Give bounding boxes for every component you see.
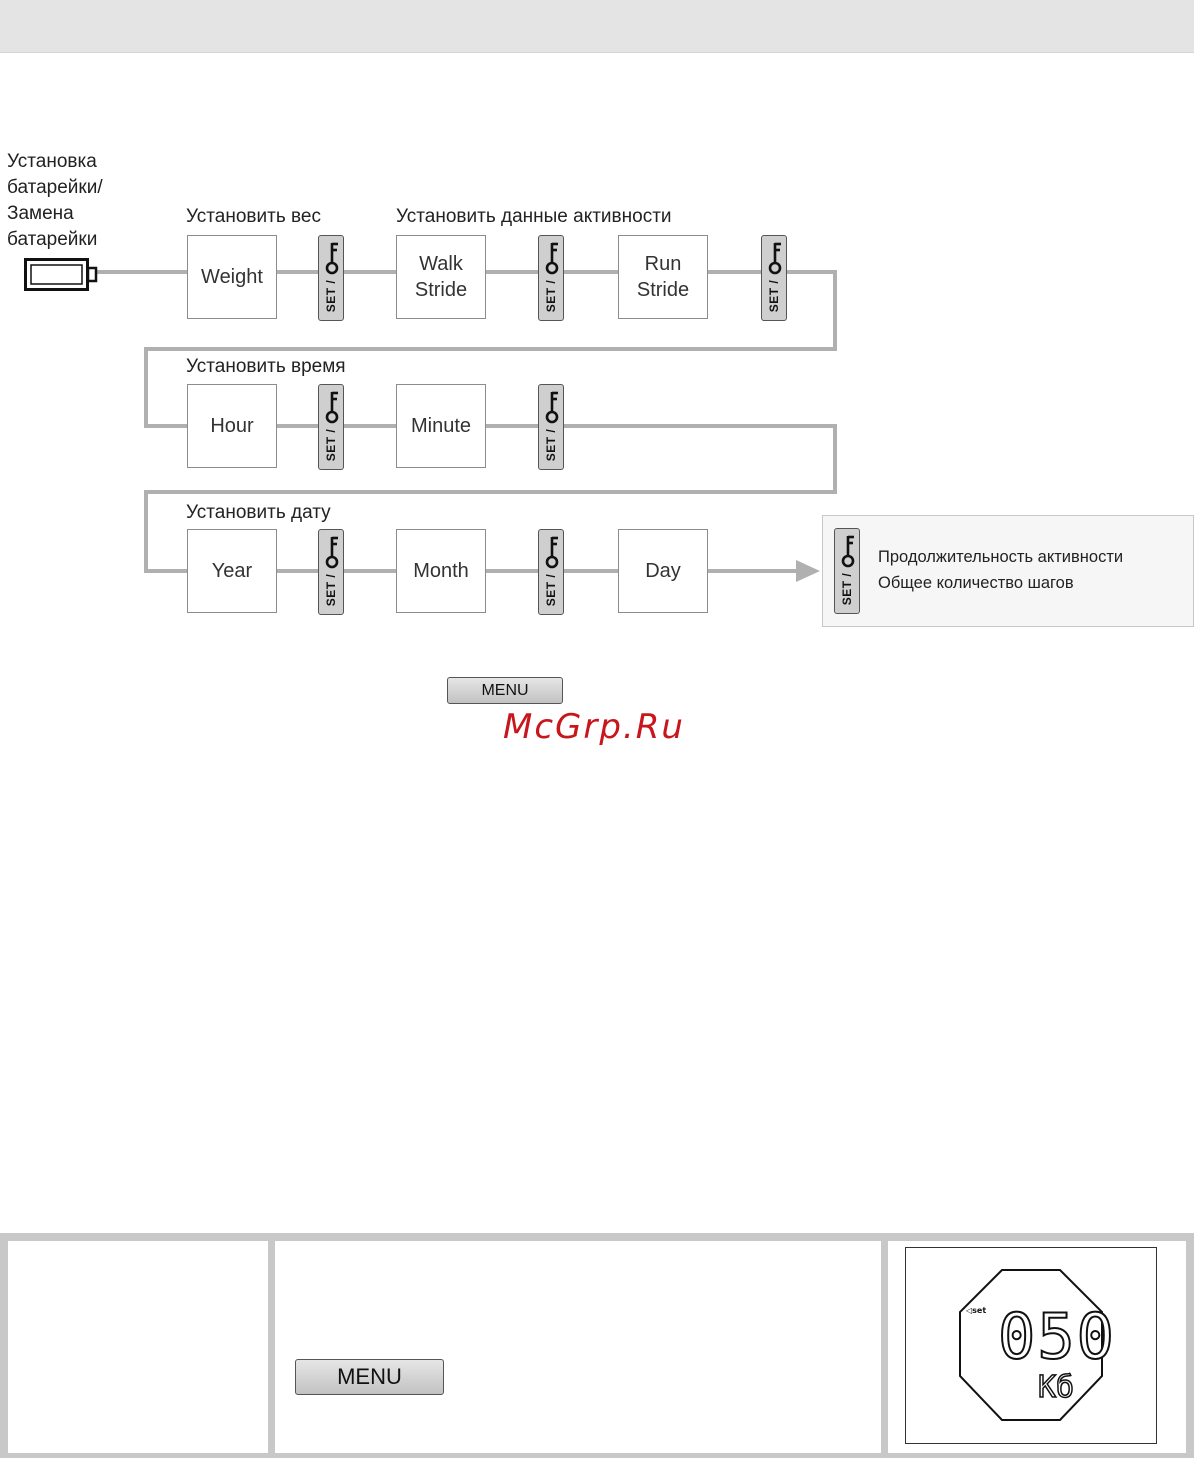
key-icon xyxy=(768,242,782,275)
flow-connectors xyxy=(96,270,837,582)
step-run-stride: Run Stride xyxy=(618,235,708,319)
set-key-button[interactable]: SET / xyxy=(538,384,564,470)
lcd-value: 050 xyxy=(997,1300,1116,1373)
flow-arrow-head xyxy=(796,560,820,582)
set-indicator: ◁set xyxy=(966,1306,987,1315)
menu-button[interactable]: MENU xyxy=(295,1359,444,1395)
lcd-display xyxy=(959,1269,1103,1421)
key-icon xyxy=(325,536,339,569)
set-key-button[interactable]: SET / xyxy=(318,529,344,615)
step-weight: Weight xyxy=(187,235,277,319)
set-key-button[interactable]: SET / xyxy=(761,235,787,321)
set-key-button[interactable]: SET / xyxy=(318,235,344,321)
display-frame: ◁set 050 Кб xyxy=(905,1247,1157,1444)
set-key-button[interactable]: SET / xyxy=(318,384,344,470)
table-cell-step xyxy=(8,1241,268,1453)
section-title-time: Установить время xyxy=(186,356,346,377)
key-icon xyxy=(325,242,339,275)
set-key-button[interactable]: SET / xyxy=(538,529,564,615)
battery-icon xyxy=(24,258,98,291)
battery-label-line-2: батарейки/ xyxy=(7,177,103,198)
step-year: Year xyxy=(187,529,277,613)
step-minute: Minute xyxy=(396,384,486,468)
battery-label-line-3: Замена xyxy=(7,203,74,224)
top-header-bar xyxy=(0,0,1194,53)
set-key-button[interactable]: SET / xyxy=(834,528,860,614)
step-walk-stride: Walk Stride xyxy=(396,235,486,319)
table-cell-display: ◁set 050 Кб xyxy=(888,1241,1186,1453)
battery-label-line-4: батарейки xyxy=(7,229,98,250)
result-line-duration: Продолжительность активности xyxy=(878,548,1124,566)
set-key-button[interactable]: SET / xyxy=(538,235,564,321)
connector-row-1 xyxy=(96,270,837,573)
result-panel xyxy=(822,515,1194,627)
step-hour: Hour xyxy=(187,384,277,468)
step-month: Month xyxy=(396,529,486,613)
menu-button[interactable]: MENU xyxy=(447,677,563,704)
battery-label-line-1: Установка xyxy=(7,151,97,172)
watermark: McGrp.Ru xyxy=(503,707,685,747)
lcd-unit: Кб xyxy=(1037,1370,1075,1405)
result-line-steps: Общее количество шагов xyxy=(878,574,1074,592)
key-icon xyxy=(545,391,559,424)
section-title-date: Установить дату xyxy=(186,502,331,523)
key-icon xyxy=(545,536,559,569)
table-cell-description: MENU xyxy=(275,1241,881,1453)
key-icon xyxy=(841,535,855,568)
section-title-activity: Установить данные активности xyxy=(396,206,672,227)
key-icon xyxy=(545,242,559,275)
section-title-weight: Установить вес xyxy=(186,206,321,227)
step-day: Day xyxy=(618,529,708,613)
instruction-table: MENU ◁set 050 Кб xyxy=(0,1233,1194,1458)
key-icon xyxy=(325,391,339,424)
